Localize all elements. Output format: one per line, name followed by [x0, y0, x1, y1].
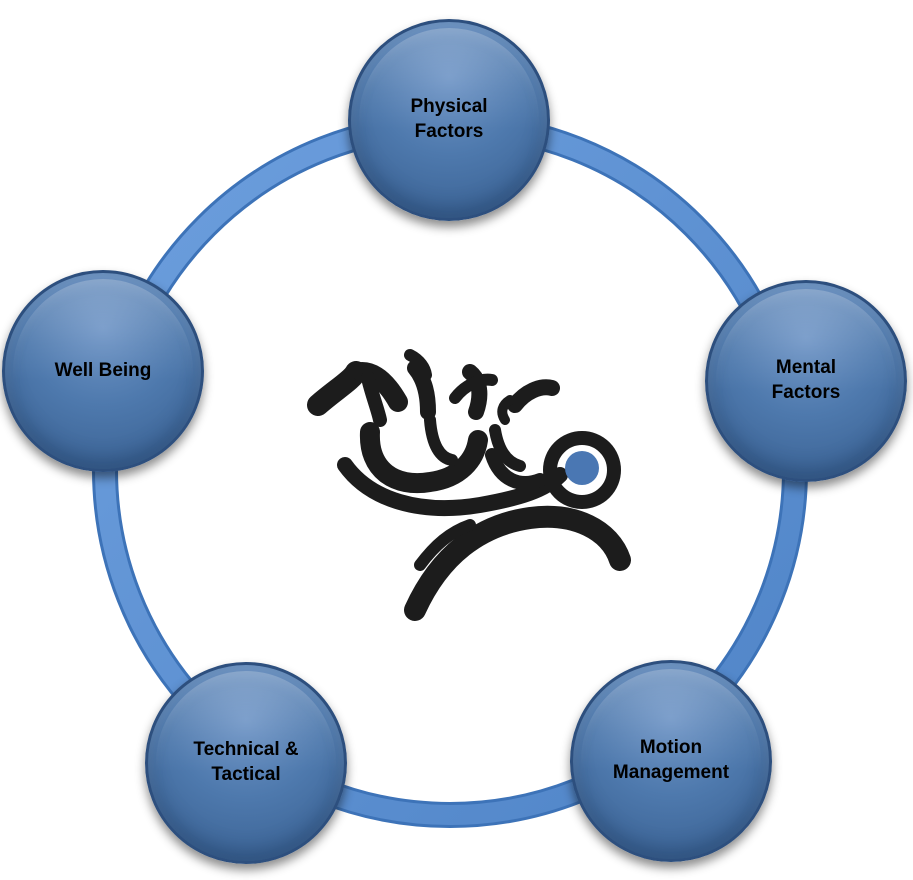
node-motion-management[interactable]: Motion Management — [570, 660, 772, 862]
node-label: Physical Factors — [410, 96, 488, 142]
node-label: Technical & Tactical — [193, 739, 299, 785]
runner-logo-icon — [307, 349, 631, 621]
node-well-being[interactable]: Well Being — [2, 270, 204, 472]
node-label: Mental Factors — [771, 357, 841, 403]
node-physical-factors[interactable]: Physical Factors — [348, 19, 550, 221]
node-label: Well Being — [54, 359, 152, 381]
node-label: Motion Management — [612, 737, 730, 783]
logo-accent-dot — [565, 451, 599, 485]
node-technical-tactical[interactable]: Technical & Tactical — [145, 662, 347, 864]
node-mental-factors[interactable]: Mental Factors — [705, 280, 907, 482]
